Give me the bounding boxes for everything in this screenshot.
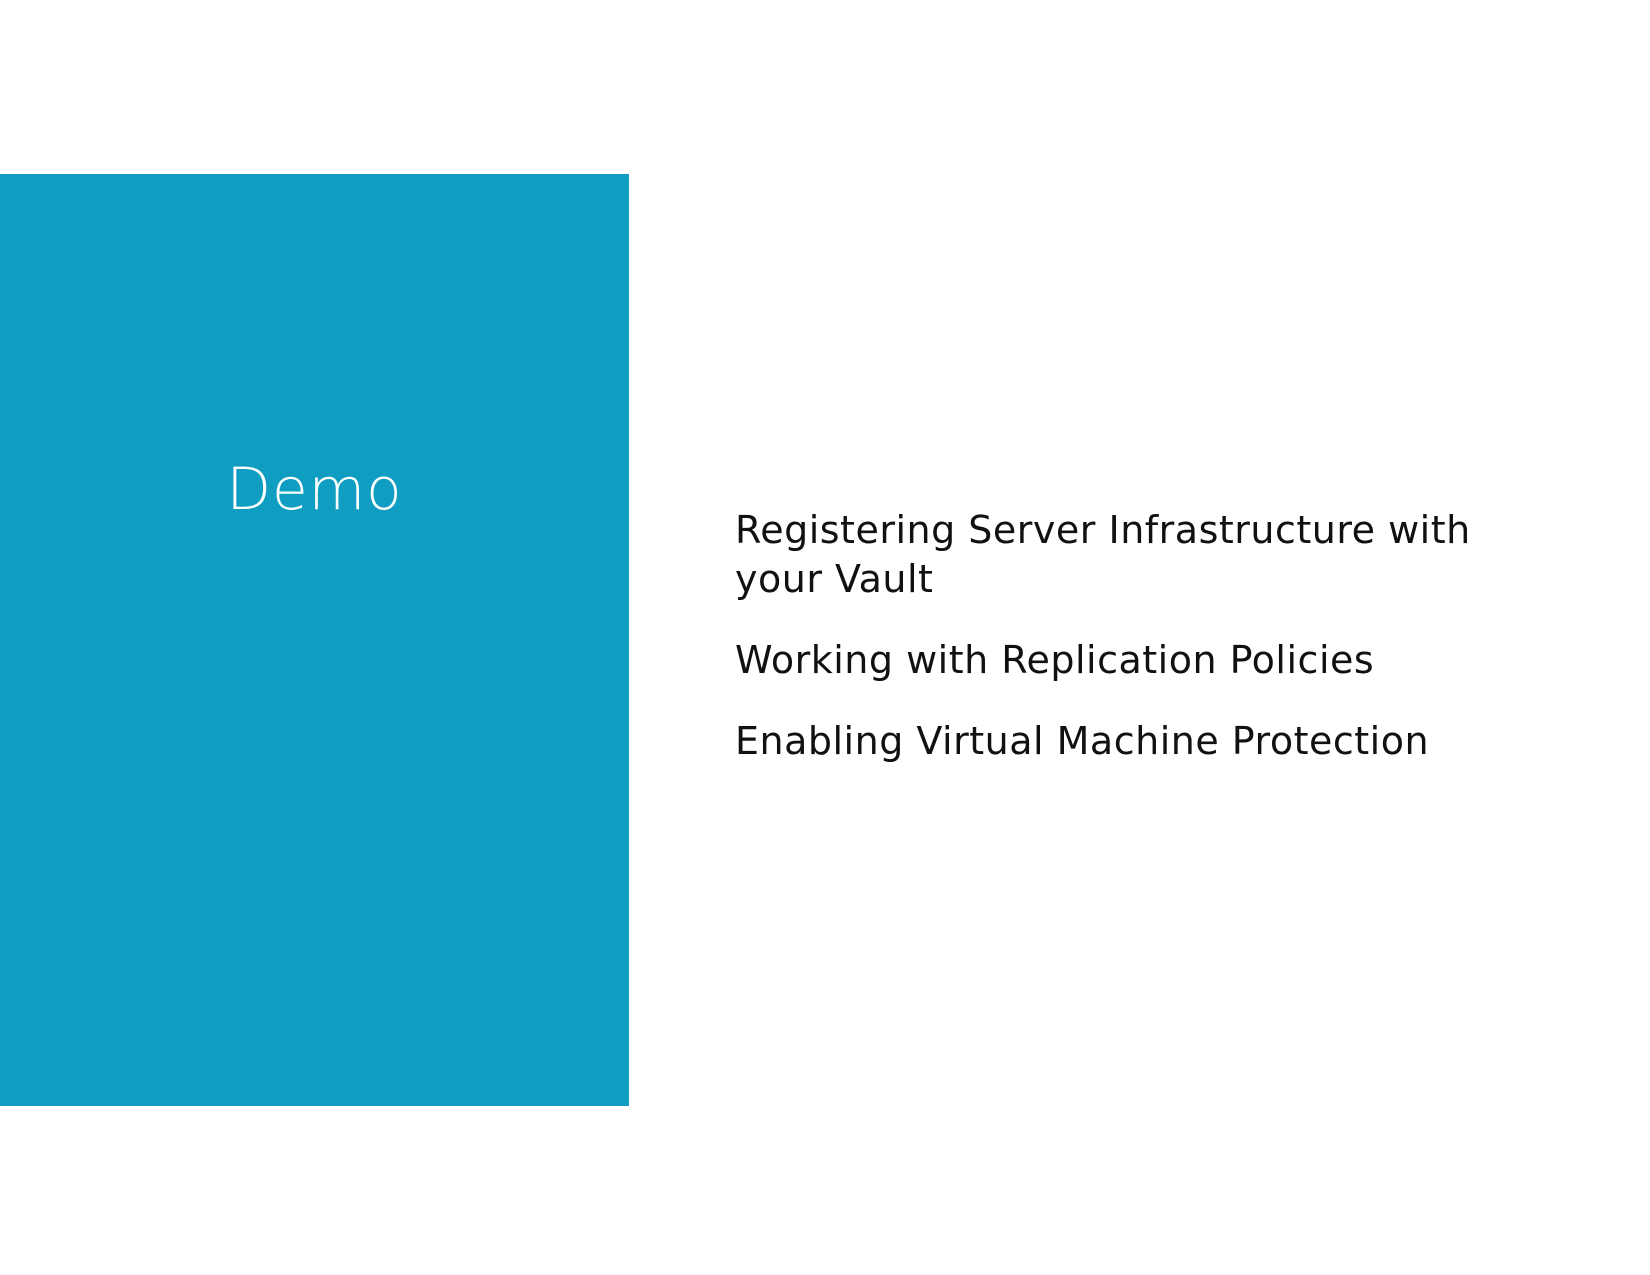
topic-item-registering-server-infrastructure: Registering Server Infrastructure with y…: [735, 508, 1471, 601]
topic-item-replication-policies: Working with Replication Policies: [735, 638, 1375, 682]
topic-item-virtual-machine-protection: Enabling Virtual Machine Protection: [735, 719, 1430, 763]
demo-title: Demo: [226, 455, 403, 523]
demo-panel: Demo: [0, 174, 629, 1106]
topic-list: Registering Server Infrastructure with y…: [735, 506, 1555, 798]
